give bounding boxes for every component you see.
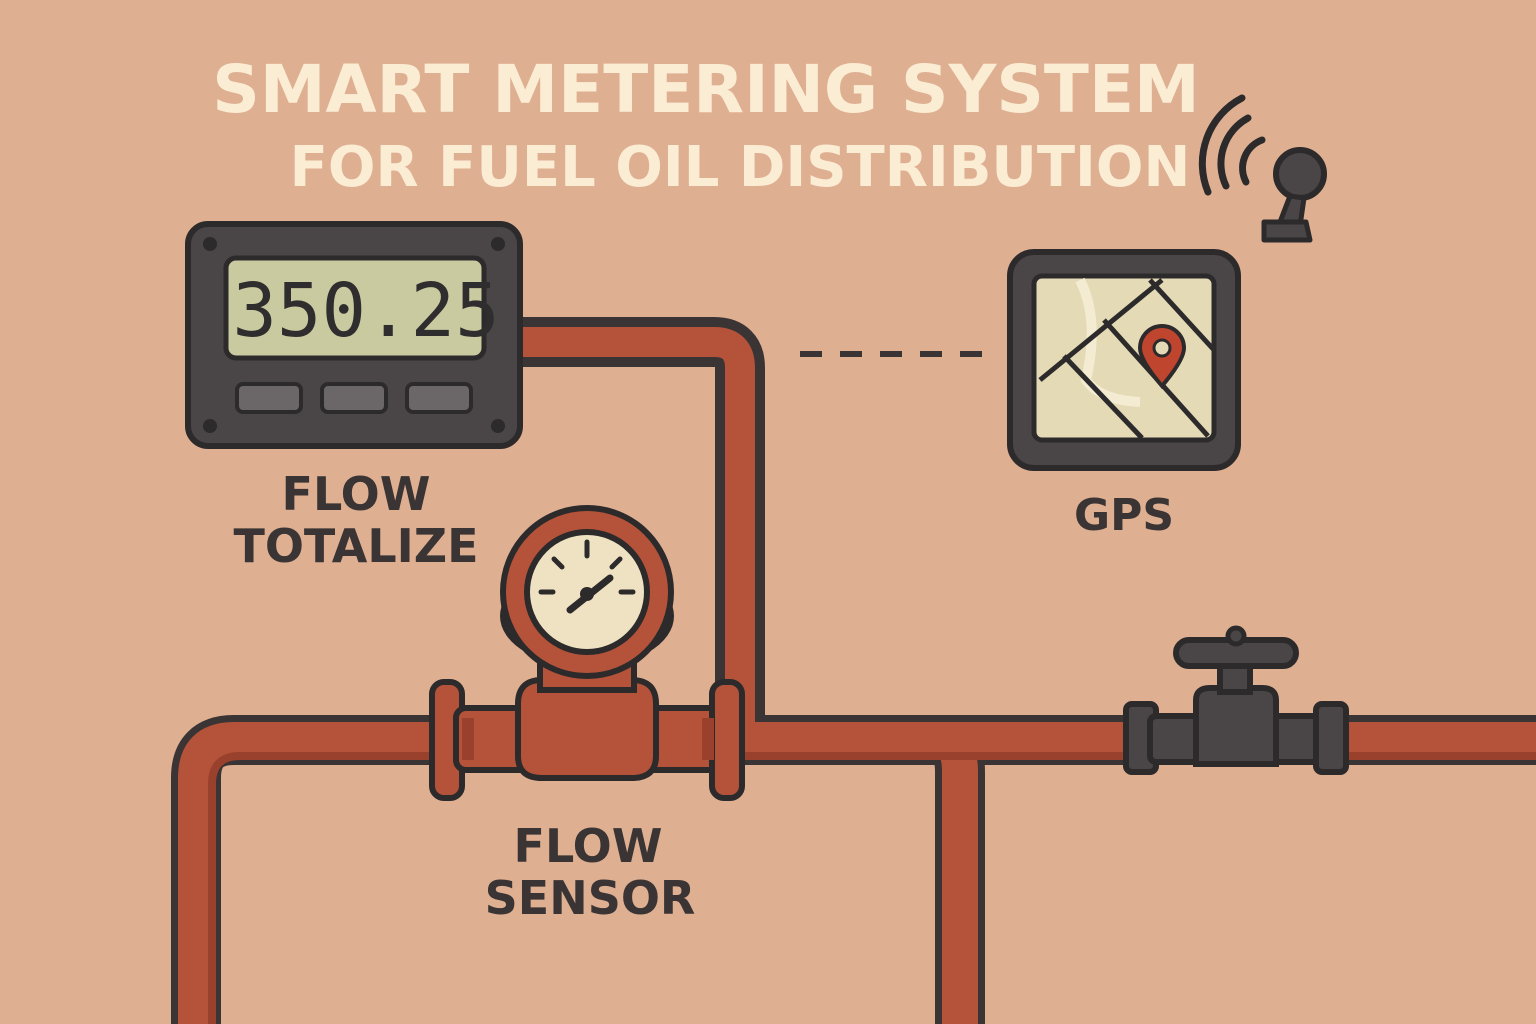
totalizer-button-1[interactable] — [235, 382, 303, 414]
totalizer-reading: 350.25 — [232, 268, 499, 354]
wireless-antenna-icon — [1198, 94, 1327, 243]
totalizer-screw — [491, 237, 505, 251]
signal-pipe — [520, 327, 755, 740]
gauge-ticks — [538, 539, 636, 595]
sensor-body — [515, 677, 659, 781]
location-pin-icon — [1137, 324, 1187, 390]
main-pipe-shade — [208, 752, 1536, 1024]
totalizer-button-3[interactable] — [405, 382, 473, 414]
diagram-title: SMART METERING SYSTEM FOR FUEL OIL DISTR… — [212, 51, 1199, 200]
sensor-label: FLOW SENSOR — [485, 819, 696, 925]
gps-map-screen — [1031, 273, 1217, 443]
totalizer-screw — [203, 419, 217, 433]
shutoff-valve — [1123, 625, 1349, 775]
totalizer-button-2[interactable] — [320, 382, 388, 414]
sensor-flange-right — [709, 679, 745, 801]
flow-sensor — [429, 505, 745, 801]
totalizer-label: FLOW TOTALIZE — [233, 467, 478, 573]
valve-flange-right — [1313, 701, 1349, 775]
sensor-label-line-1: FLOW — [514, 819, 663, 873]
flow-totalizer: 350.25 — [185, 221, 523, 449]
totalizer-screw — [491, 419, 505, 433]
branch-pipe — [938, 722, 978, 1024]
totalizer-label-line-1: FLOW — [282, 467, 431, 521]
main-pipe — [178, 722, 1536, 1024]
gps-device — [1007, 249, 1241, 471]
valve-body — [1193, 685, 1279, 767]
totalizer-label-line-2: TOTALIZE — [233, 519, 478, 573]
pipe-network — [171, 317, 1536, 1024]
totalizer-lcd-screen — [223, 255, 487, 361]
main-pipe-outline — [171, 715, 1536, 1024]
totalizer-screw — [203, 237, 217, 251]
title-line-1: SMART METERING SYSTEM — [212, 51, 1199, 128]
gps-label: GPS — [1074, 490, 1174, 541]
title-line-2: FOR FUEL OIL DISTRIBUTION — [290, 135, 1191, 200]
sensor-label-line-2: SENSOR — [485, 871, 696, 925]
